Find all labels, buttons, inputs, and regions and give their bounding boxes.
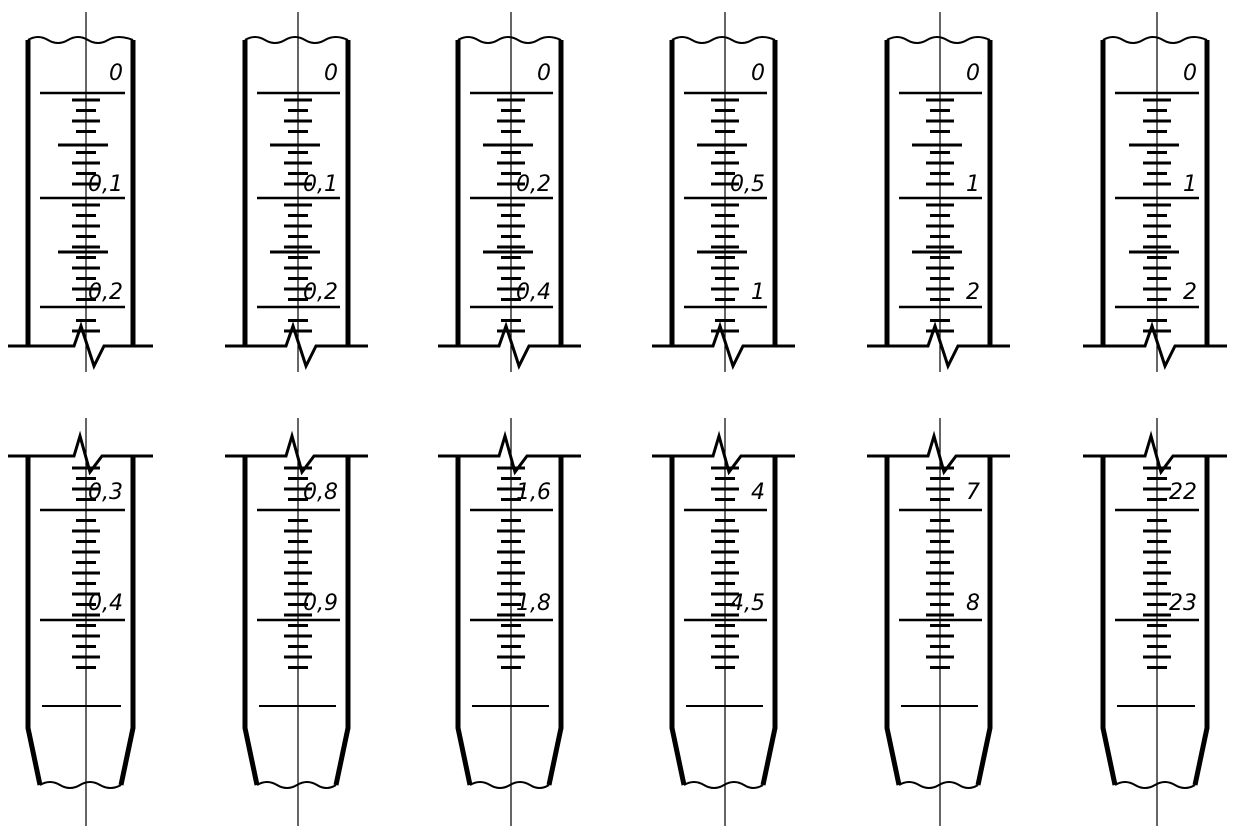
scale-label: 22 (1169, 480, 1197, 505)
scale-label: 0 (966, 61, 980, 86)
scale-label: 0 (1183, 61, 1197, 86)
scale-label: 2 (966, 280, 980, 305)
scale-ticks (1115, 91, 1199, 333)
scale-label: 4,5 (730, 591, 765, 616)
upper-tube-segment: 0 0,2 0,4 (438, 12, 581, 372)
break-line-bottom (1114, 781, 1196, 789)
scale-label: 8 (966, 591, 980, 616)
upper-tube-segment: 0 1 2 (1083, 12, 1227, 372)
lower-tube-segment: 78 (867, 418, 1010, 826)
meniscus-reading-line (867, 321, 1010, 370)
scale-label: 0,2 (303, 280, 338, 305)
break-line-top (27, 36, 134, 44)
scale-label: 1,8 (516, 591, 551, 616)
meniscus-reading-line (652, 321, 795, 370)
scale-label: 0,5 (730, 172, 765, 197)
scale-ticks (684, 466, 767, 707)
lower-tube-segment: 0,8 0,9 (225, 418, 368, 826)
meniscus-reading-line (867, 430, 1010, 476)
meniscus-reading-line (8, 321, 153, 370)
lower-tube-segment: 44,5 (652, 418, 795, 826)
burette-column-1: 0 0,1 0,2 0,3 0,4 (8, 12, 153, 826)
tube-wall-right (975, 456, 993, 786)
break-line-top (671, 36, 776, 44)
break-line-bottom (469, 781, 550, 789)
upper-tube-segment: 0 0,1 0,2 (225, 12, 368, 372)
lower-tube-segment: 22 23 (1083, 418, 1227, 826)
scale-ticks (899, 466, 982, 707)
scale-label: 0,1 (88, 172, 123, 197)
meniscus-reading-line (652, 430, 795, 476)
scale-label: 1,6 (516, 480, 551, 505)
scale-ticks (899, 91, 982, 333)
break-line-top (886, 36, 991, 44)
upper-tube-segment: 0 1 2 (867, 12, 1010, 372)
meniscus-reading-line (438, 430, 581, 476)
scale-label: 0 (537, 61, 551, 86)
scale-label: 1 (751, 280, 765, 305)
scale-label: 0 (324, 61, 338, 86)
scale-ticks (684, 91, 767, 333)
tube-wall-left (455, 456, 473, 786)
break-line-top (457, 36, 562, 44)
scale-label: 1 (1183, 172, 1197, 197)
scale-label: 0,4 (516, 280, 551, 305)
scale-label: 23 (1169, 591, 1197, 616)
tube-wall-right (333, 456, 351, 786)
scale-label: 0,2 (516, 172, 551, 197)
scale-label: 0,8 (303, 480, 338, 505)
upper-tube-segment: 00,51 (652, 12, 795, 372)
scale-ticks (257, 466, 340, 707)
meniscus-reading-line (8, 430, 153, 476)
scale-label: 0 (751, 61, 765, 86)
upper-tube-segment: 0 0,1 0,2 (8, 12, 153, 372)
scale-ticks (1115, 466, 1199, 707)
burette-column-2: 0 0,1 0,2 0,8 0,9 (225, 12, 368, 826)
meniscus-reading-line (1083, 430, 1227, 476)
scale-label: 4 (751, 480, 765, 505)
burette-column-3: 0 0,2 0,4 1,6 1,8 (438, 12, 581, 826)
scale-label: 0,2 (88, 280, 123, 305)
break-line-bottom (39, 781, 122, 789)
scale-ticks (470, 466, 553, 707)
scale-label: 0,4 (88, 591, 123, 616)
scale-label: 0 (109, 61, 123, 86)
tube-wall-left (669, 456, 687, 786)
meniscus-reading-line (225, 430, 368, 476)
tube-wall-right (546, 456, 564, 786)
tube-wall-left (25, 456, 43, 786)
tube-wall-right (760, 456, 778, 786)
tube-wall-right (118, 456, 136, 786)
lower-tube-segment: 0,3 0,4 (8, 418, 153, 826)
scale-label: 0,3 (88, 480, 123, 505)
break-line-top (1102, 36, 1208, 44)
scale-ticks (470, 91, 553, 333)
tube-wall-left (884, 456, 902, 786)
tube-wall-left (242, 456, 260, 786)
lower-tube-segment: 1,6 1,8 (438, 418, 581, 826)
meniscus-reading-line (438, 321, 581, 370)
burette-tubes: 00,10,20,30,400,10,20,80,900,20,41,61,80… (8, 12, 1227, 826)
break-line-bottom (256, 781, 337, 789)
break-line-top (244, 36, 349, 44)
scale-ticks (40, 466, 125, 707)
scale-label: 7 (966, 480, 980, 505)
meniscus-reading-line (225, 321, 368, 370)
scale-label: 2 (1183, 280, 1197, 305)
tube-wall-right (1192, 456, 1210, 786)
tube-wall-left (1100, 456, 1118, 786)
scale-label: 1 (966, 172, 980, 197)
scale-ticks (257, 91, 340, 333)
break-line-bottom (683, 781, 764, 789)
meniscus-reading-line (1083, 321, 1227, 370)
scale-label: 0,1 (303, 172, 338, 197)
break-line-bottom (898, 781, 979, 789)
scale-label: 0,9 (303, 591, 338, 616)
scale-ticks (40, 91, 125, 333)
